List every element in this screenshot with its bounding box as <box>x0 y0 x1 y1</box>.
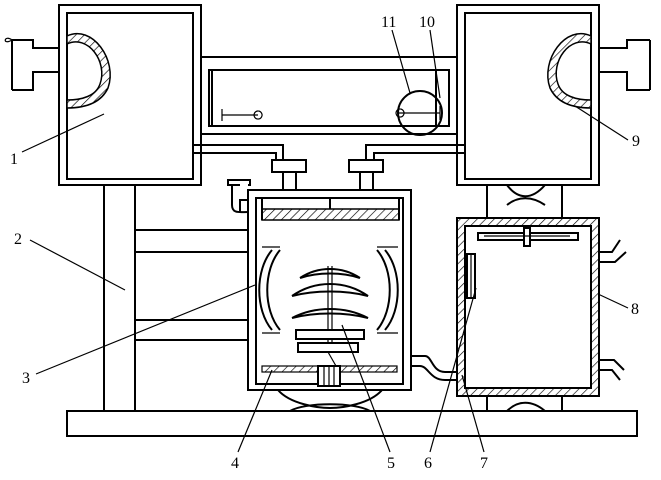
label-1: 1 <box>10 151 18 168</box>
frame-support <box>103 185 249 411</box>
collection-tank <box>456 184 627 412</box>
mixing-tank <box>227 179 412 412</box>
right-paddle <box>376 249 399 331</box>
left-paddle <box>258 249 281 331</box>
right-outlet-bottom <box>599 359 625 381</box>
callout-labels: 1 2 3 4 5 6 7 8 9 10 11 <box>10 14 640 472</box>
label-11: 11 <box>381 14 396 31</box>
label-5: 5 <box>387 455 395 472</box>
left-heater-coil <box>66 33 111 109</box>
agitator-arms <box>291 268 369 319</box>
label-9: 9 <box>632 133 640 150</box>
right-heater-coil <box>547 33 592 109</box>
label-6: 6 <box>424 455 432 472</box>
left-probe <box>221 109 263 121</box>
connecting-pipes <box>193 144 465 190</box>
label-2: 2 <box>14 231 22 248</box>
top-screen <box>261 208 400 221</box>
right-chamber <box>456 4 651 186</box>
label-10: 10 <box>419 14 435 31</box>
tank-inlet-elbow <box>227 179 251 214</box>
label-3: 3 <box>22 370 30 387</box>
label-7: 7 <box>480 455 488 472</box>
left-inlet-pipe <box>11 39 59 91</box>
discharge-pipe <box>411 355 457 381</box>
label-8: 8 <box>631 301 639 318</box>
left-chamber <box>4 4 202 186</box>
leader-lines <box>21 29 629 453</box>
right-outlet-top <box>599 239 627 263</box>
label-4: 4 <box>231 455 239 472</box>
right-inlet-pipe <box>599 39 651 91</box>
top-duct <box>200 56 458 136</box>
base-plate <box>66 410 638 437</box>
